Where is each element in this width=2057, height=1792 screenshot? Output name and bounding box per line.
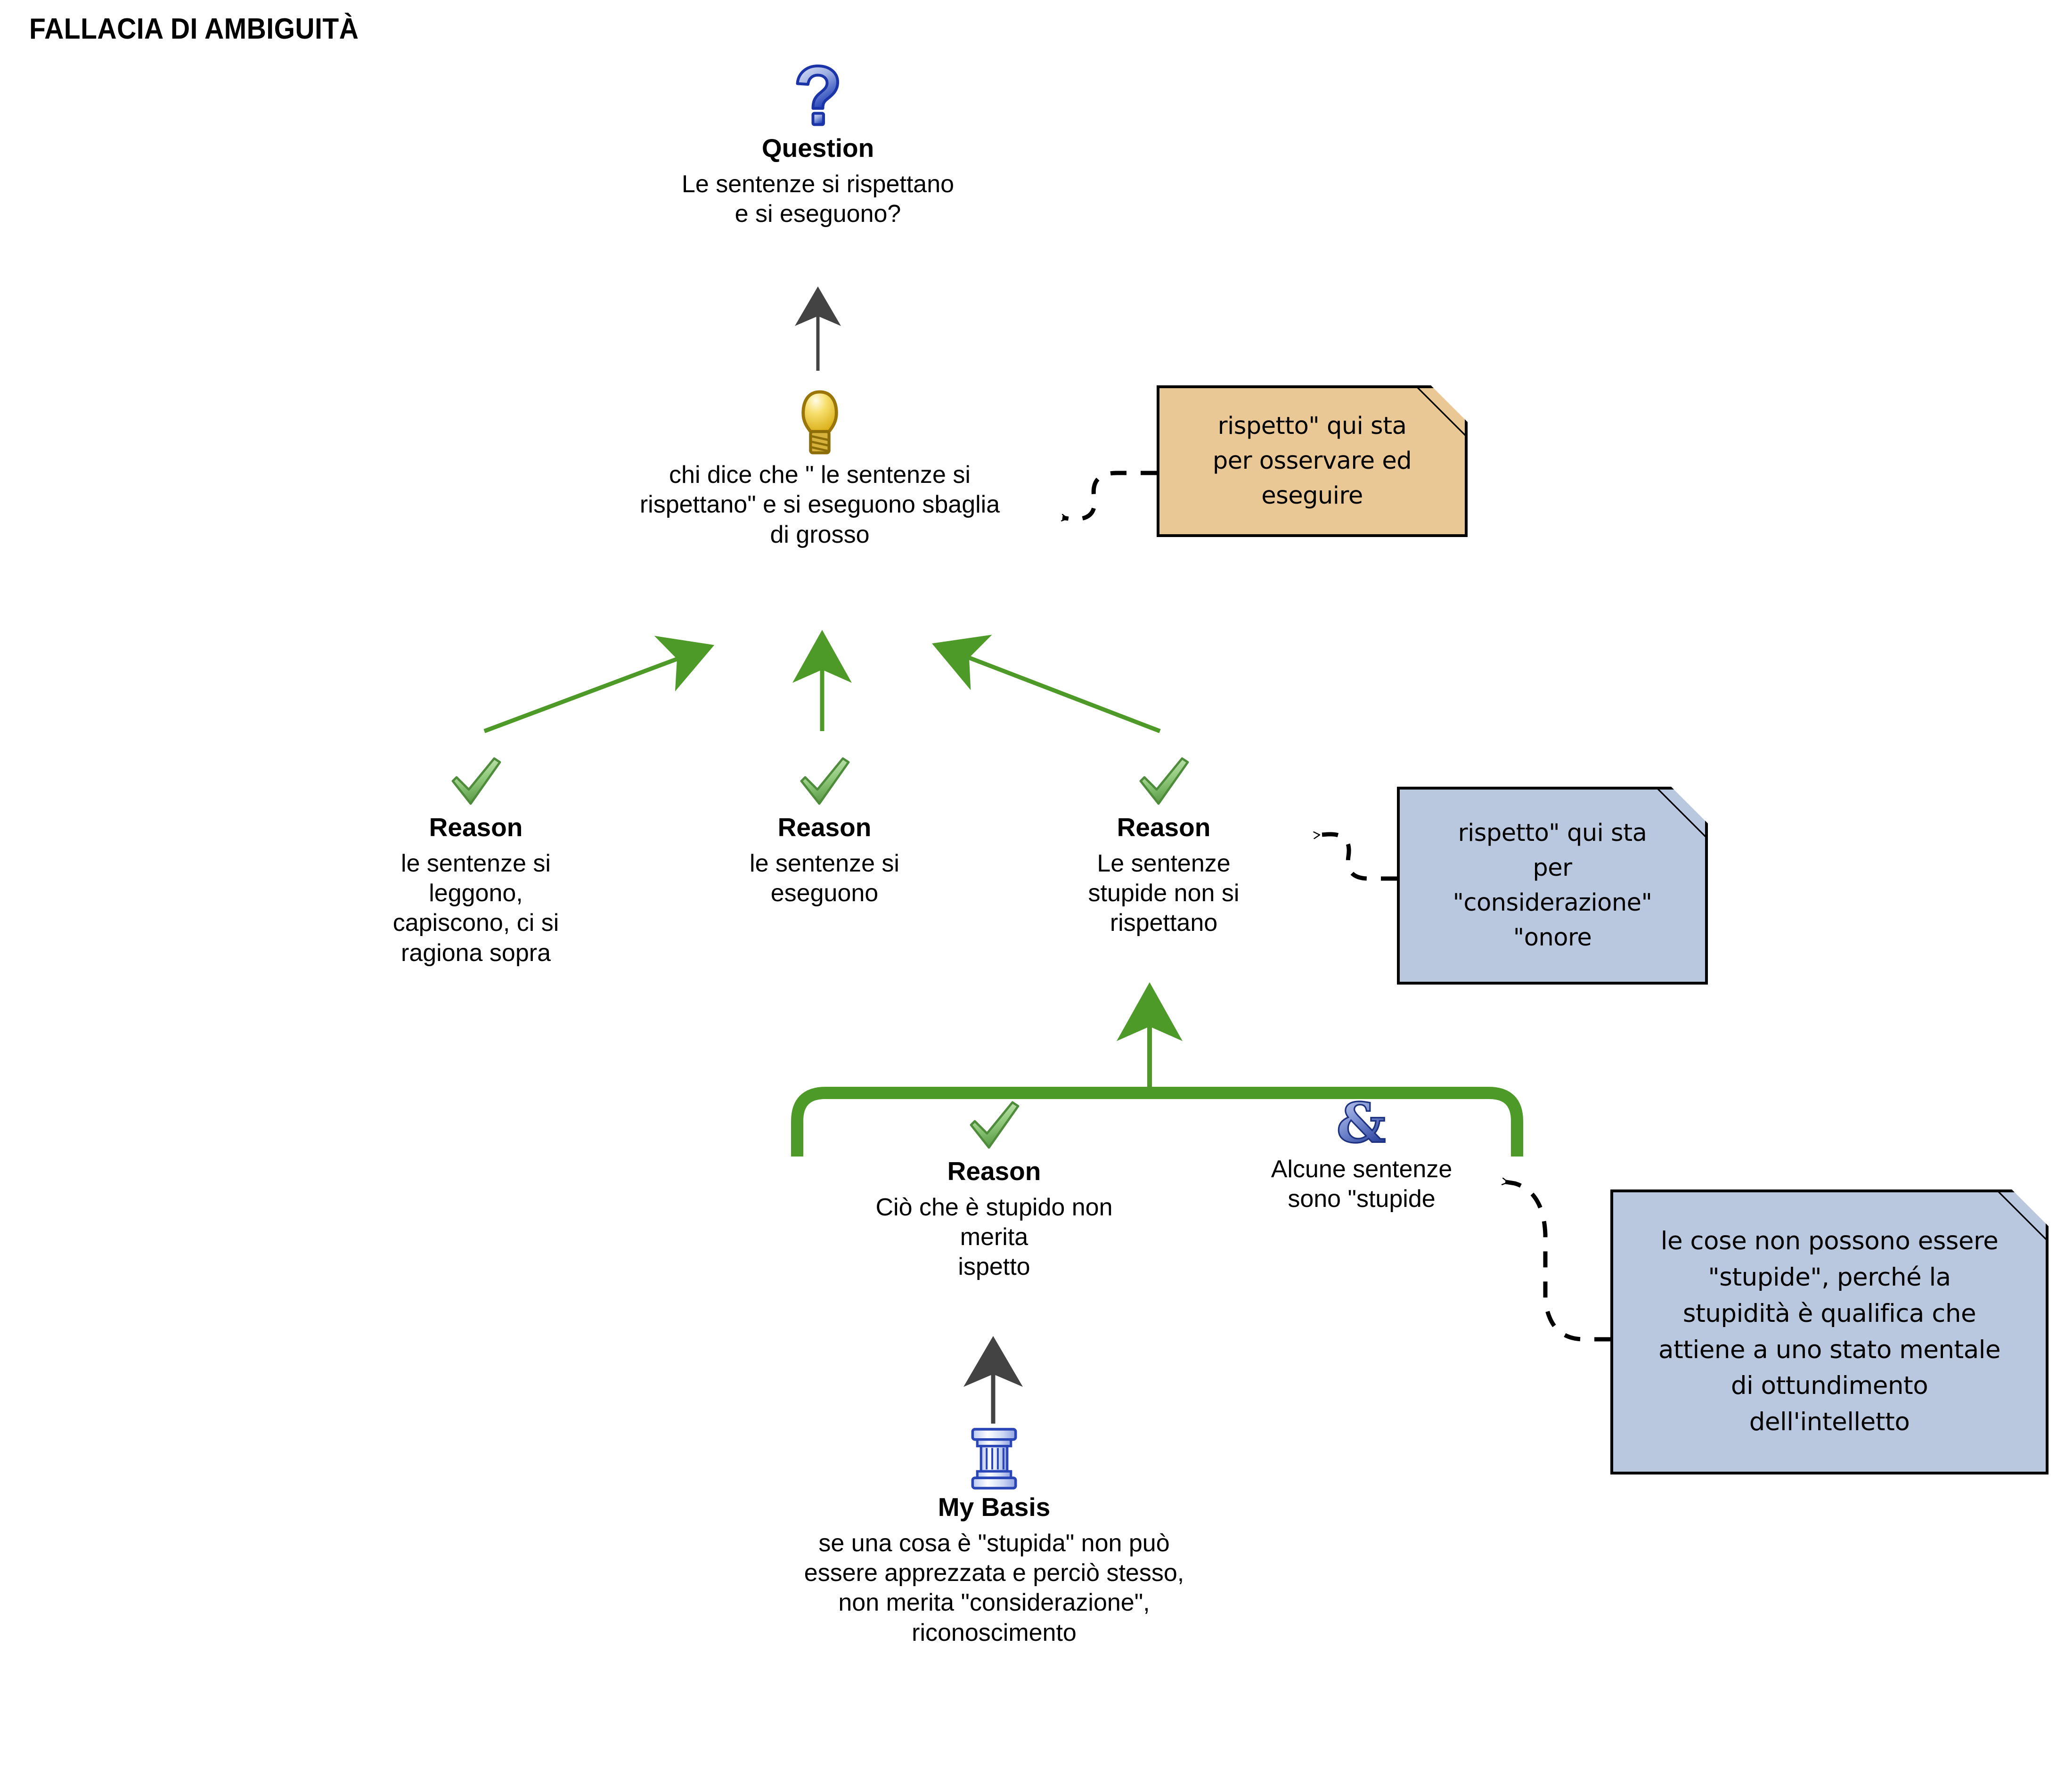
- node-text: Le sentenze stupide non si rispettano: [1088, 849, 1240, 937]
- svg-text:&: &: [1337, 1093, 1386, 1152]
- green-check-icon: [678, 754, 971, 810]
- node-type-label: Reason: [429, 813, 523, 842]
- pillar-icon: [726, 1426, 1263, 1490]
- node-copremise[interactable]: & Alcune sentenze sono "stupide: [1216, 1091, 1508, 1214]
- edge-note-blue2-to-copremise: [1503, 1181, 1610, 1342]
- edge-reason1-to-claim: [483, 635, 715, 733]
- node-reason-3[interactable]: Reason Le sentenze stupide non si rispet…: [1018, 754, 1310, 938]
- node-type-label: My Basis: [938, 1492, 1051, 1522]
- node-main-claim[interactable]: chi dice che " le sentenze si rispettano…: [565, 389, 1074, 550]
- note-blue-stupide-ottundimento[interactable]: le cose non possono essere "stupide", pe…: [1610, 1189, 2049, 1474]
- node-type-label: Reason: [947, 1157, 1041, 1186]
- green-check-icon: [829, 1098, 1159, 1154]
- green-check-icon: [1018, 754, 1310, 810]
- note-orange-rispetto-osservare[interactable]: rispetto" qui sta per osservare ed esegu…: [1157, 385, 1468, 537]
- node-type-label: Question: [761, 133, 874, 163]
- node-text: se una cosa è "stupida" non può essere a…: [804, 1529, 1184, 1646]
- node-type-label: Reason: [1117, 813, 1211, 842]
- question-mark-icon: [596, 60, 1039, 131]
- note-text: rispetto" qui sta per osservare ed esegu…: [1212, 412, 1412, 510]
- node-my-basis[interactable]: My Basis se una cosa è "stupida" non può…: [726, 1426, 1263, 1648]
- edge-note-orange-to-claim: [1062, 471, 1157, 519]
- ampersand-icon: &: [1216, 1091, 1508, 1156]
- node-reason-1[interactable]: Reason le sentenze si leggono, capiscono…: [330, 754, 622, 968]
- note-text: rispetto" qui sta per "considerazione" "…: [1453, 819, 1652, 952]
- copremise-bracket: [791, 1087, 1523, 1157]
- edge-note-blue1-to-reason3: [1314, 834, 1397, 881]
- node-question[interactable]: Question Le sentenze si rispettano e si …: [596, 60, 1039, 229]
- node-type-label: Reason: [777, 813, 872, 842]
- node-text: Alcune sentenze sono "stupide: [1271, 1156, 1453, 1213]
- node-text: chi dice che " le sentenze si rispettano…: [639, 461, 1000, 548]
- lightbulb-icon: [565, 389, 1074, 457]
- node-reason-4[interactable]: Reason Ciò che è stupido non merita ispe…: [829, 1098, 1159, 1282]
- page-title: FALLACIA DI AMBIGUITÀ: [29, 13, 359, 45]
- node-text: le sentenze si eseguono: [750, 849, 899, 907]
- node-text: Ciò che è stupido non merita ispetto: [875, 1193, 1113, 1281]
- node-text: le sentenze si leggono, capiscono, ci si…: [392, 849, 559, 967]
- green-check-icon: [330, 754, 622, 810]
- node-reason-2[interactable]: Reason le sentenze si eseguono: [678, 754, 971, 908]
- node-text: Le sentenze si rispettano e si eseguono?: [681, 170, 955, 228]
- edge-reason3-to-claim: [931, 635, 1161, 733]
- note-text: le cose non possono essere "stupide", pe…: [1658, 1226, 2001, 1437]
- note-blue-rispetto-considerazione[interactable]: rispetto" qui sta per "considerazione" "…: [1397, 787, 1708, 985]
